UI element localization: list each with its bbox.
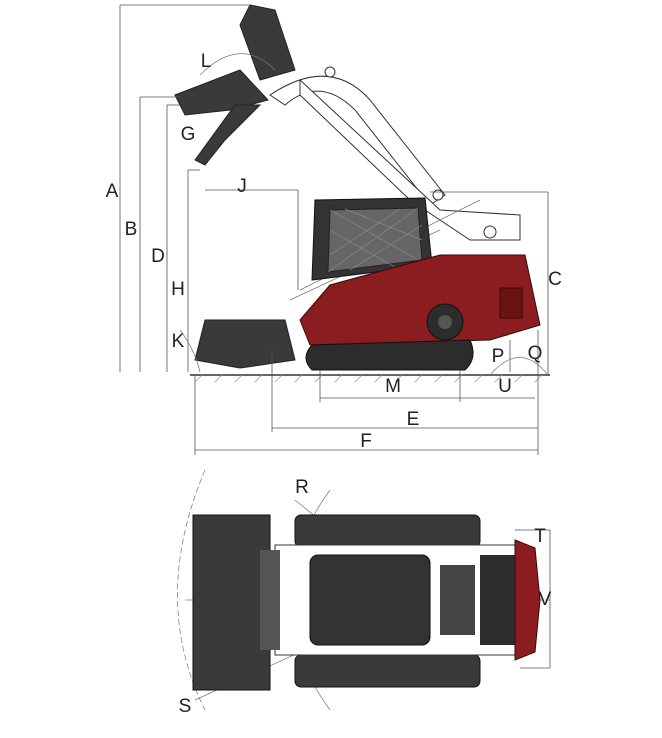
bucket-max-height [239, 4, 296, 81]
label-r: R [295, 477, 309, 498]
label-h: H [171, 279, 185, 300]
label-s: S [179, 696, 192, 717]
dimension-lines [119, 4, 549, 455]
label-j: J [237, 176, 247, 197]
label-e: E [407, 409, 420, 430]
label-u: U [498, 376, 512, 397]
label-t: T [534, 526, 546, 547]
dump-arc [199, 53, 276, 76]
lift-arm [269, 66, 521, 301]
label-c: C [548, 269, 562, 290]
label-k: K [172, 331, 185, 352]
chassis [274, 539, 541, 661]
ground-line [190, 374, 550, 383]
label-b: B [125, 219, 138, 240]
label-a: A [106, 181, 119, 202]
bucket-dump-down [194, 104, 262, 166]
side-view: A B C D E F G H J K L M P Q U [106, 4, 562, 455]
label-m: M [385, 376, 401, 397]
label-q: Q [528, 343, 543, 364]
track-right-bottom [294, 654, 481, 688]
label-l: L [201, 51, 212, 72]
label-g: G [181, 124, 196, 145]
label-d: D [151, 246, 165, 267]
track-left-top [294, 514, 481, 548]
bucket-ground [194, 319, 296, 369]
bucket-top [192, 514, 280, 691]
label-p: P [492, 346, 505, 367]
top-view: R S T V [177, 469, 552, 717]
track [305, 303, 474, 371]
label-v: V [539, 589, 552, 610]
label-f: F [360, 431, 372, 452]
